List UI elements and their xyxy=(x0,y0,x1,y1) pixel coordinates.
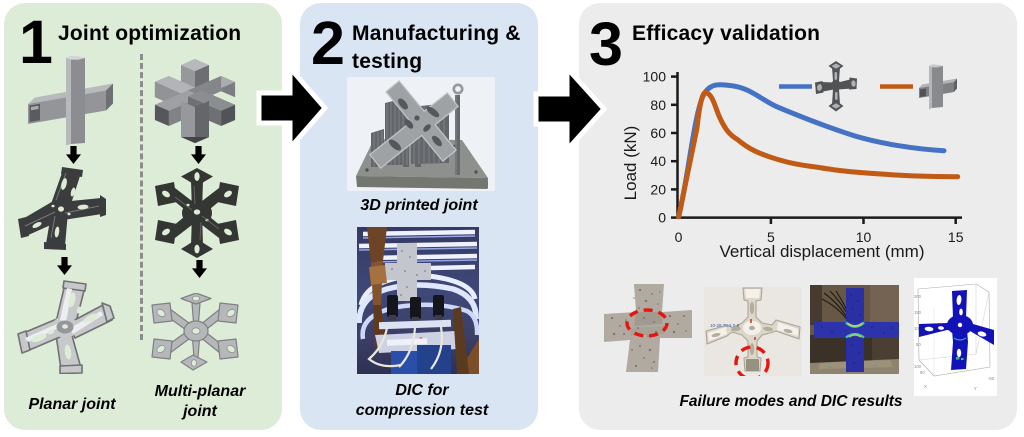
svg-text:15: 15 xyxy=(948,229,964,245)
svg-text:0: 0 xyxy=(658,210,666,226)
svg-text:80: 80 xyxy=(650,97,666,113)
svg-text:Y: Y xyxy=(974,386,977,391)
svg-text:50: 50 xyxy=(920,370,925,375)
svg-text:60: 60 xyxy=(650,125,666,141)
svg-text:100: 100 xyxy=(914,326,922,331)
svg-text:10: 10 xyxy=(856,229,872,245)
svg-text:100: 100 xyxy=(643,69,667,85)
svg-text:5: 5 xyxy=(767,229,775,245)
svg-text:0: 0 xyxy=(675,229,683,245)
svg-text:40: 40 xyxy=(650,153,666,169)
svg-text:50: 50 xyxy=(916,342,921,347)
svg-text:150: 150 xyxy=(914,310,922,315)
svg-text:10-28 70.1 0-8: 10-28 70.1 0-8 xyxy=(710,323,740,328)
svg-text:-50: -50 xyxy=(988,376,995,381)
svg-text:X: X xyxy=(924,384,927,389)
svg-text:20: 20 xyxy=(650,181,666,197)
svg-text:200: 200 xyxy=(914,294,922,299)
svg-text:Vertical displacement (mm): Vertical displacement (mm) xyxy=(719,242,924,261)
svg-text:100: 100 xyxy=(914,364,922,369)
